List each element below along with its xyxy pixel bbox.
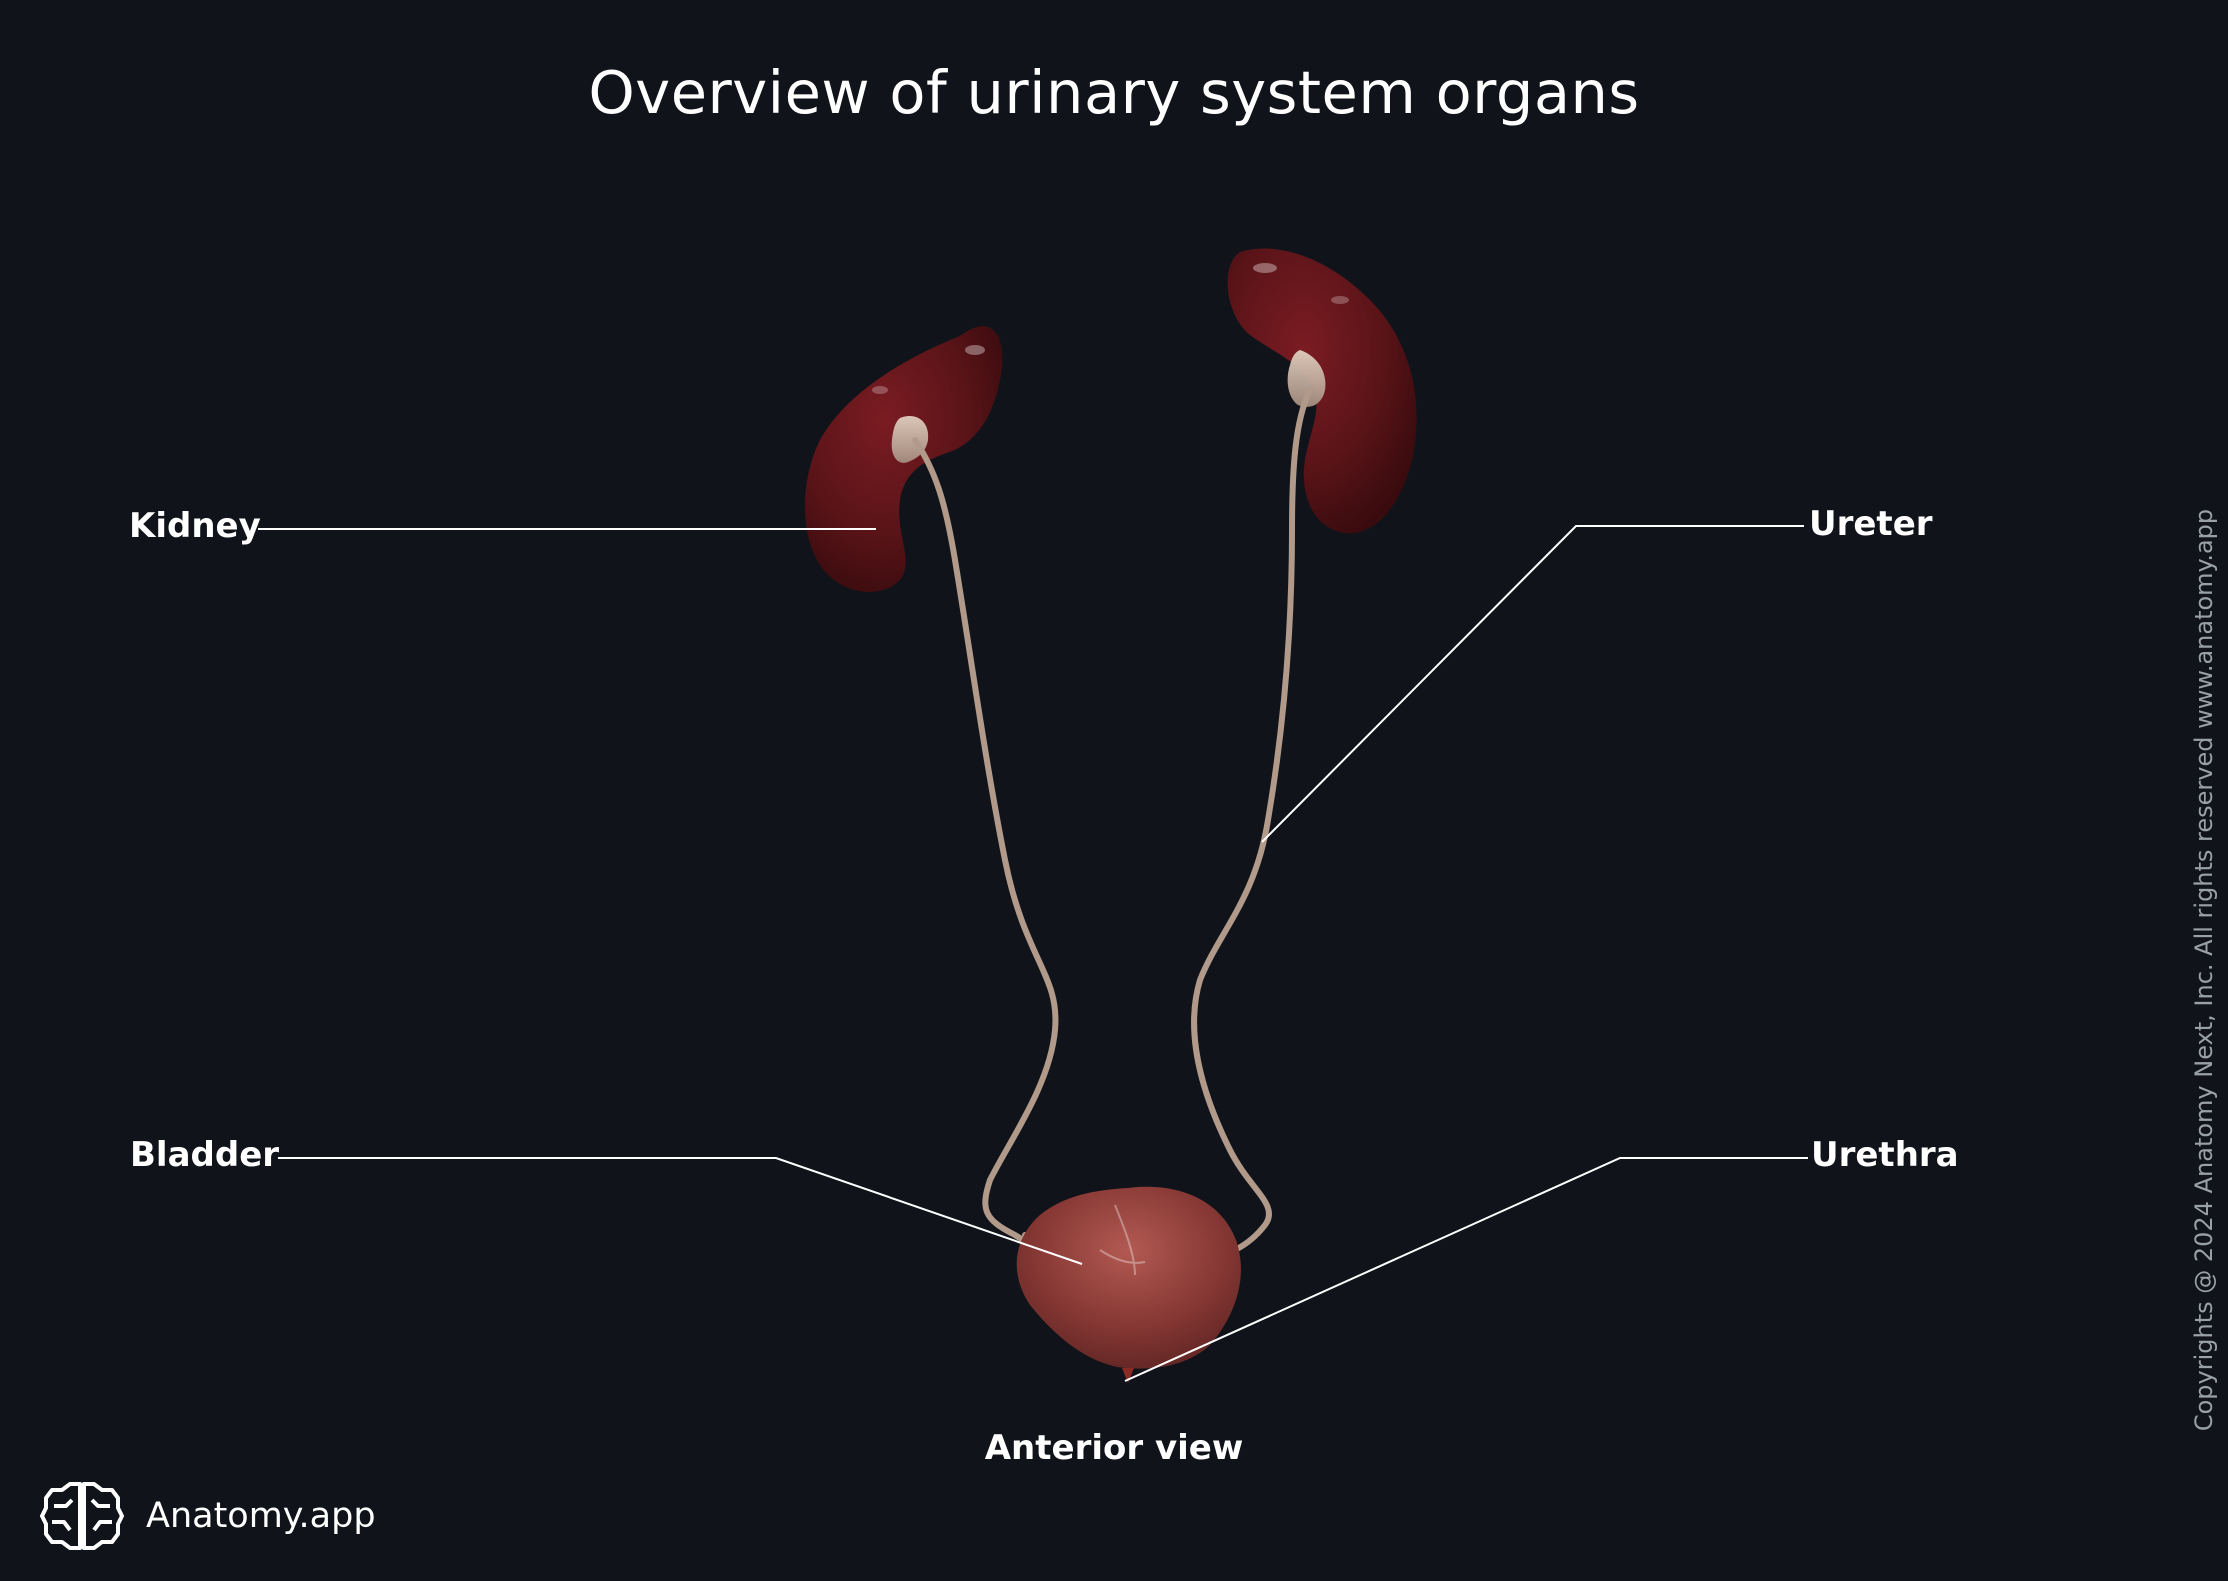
copyright-text: Copyrights @ 2024 Anatomy Next, Inc. All… <box>2190 508 2218 1432</box>
bladder <box>1016 1186 1241 1383</box>
leader-lines <box>258 525 1808 1382</box>
left-kidney <box>805 326 1003 592</box>
bladder-label: Bladder <box>130 1135 280 1175</box>
right-kidney <box>1227 248 1417 534</box>
urethra-label: Urethra <box>1811 1135 1959 1175</box>
left-ureter <box>912 437 1059 1246</box>
ureter-leader-line <box>1261 525 1804 843</box>
page-title: Overview of urinary system organs <box>588 58 1640 127</box>
kidney-label: Kidney <box>129 506 261 546</box>
urethra-stub <box>1122 1368 1134 1383</box>
ureter-label: Ureter <box>1809 504 1933 544</box>
urethra-leader-line <box>1124 1157 1808 1382</box>
brain-logo-icon <box>40 1482 124 1550</box>
brand[interactable]: Anatomy.app <box>40 1478 376 1554</box>
brand-name: Anatomy.app <box>146 1496 376 1536</box>
right-ureter <box>1191 387 1313 1253</box>
bladder-leader-line <box>278 1157 1083 1265</box>
view-caption: Anterior view <box>984 1428 1244 1468</box>
